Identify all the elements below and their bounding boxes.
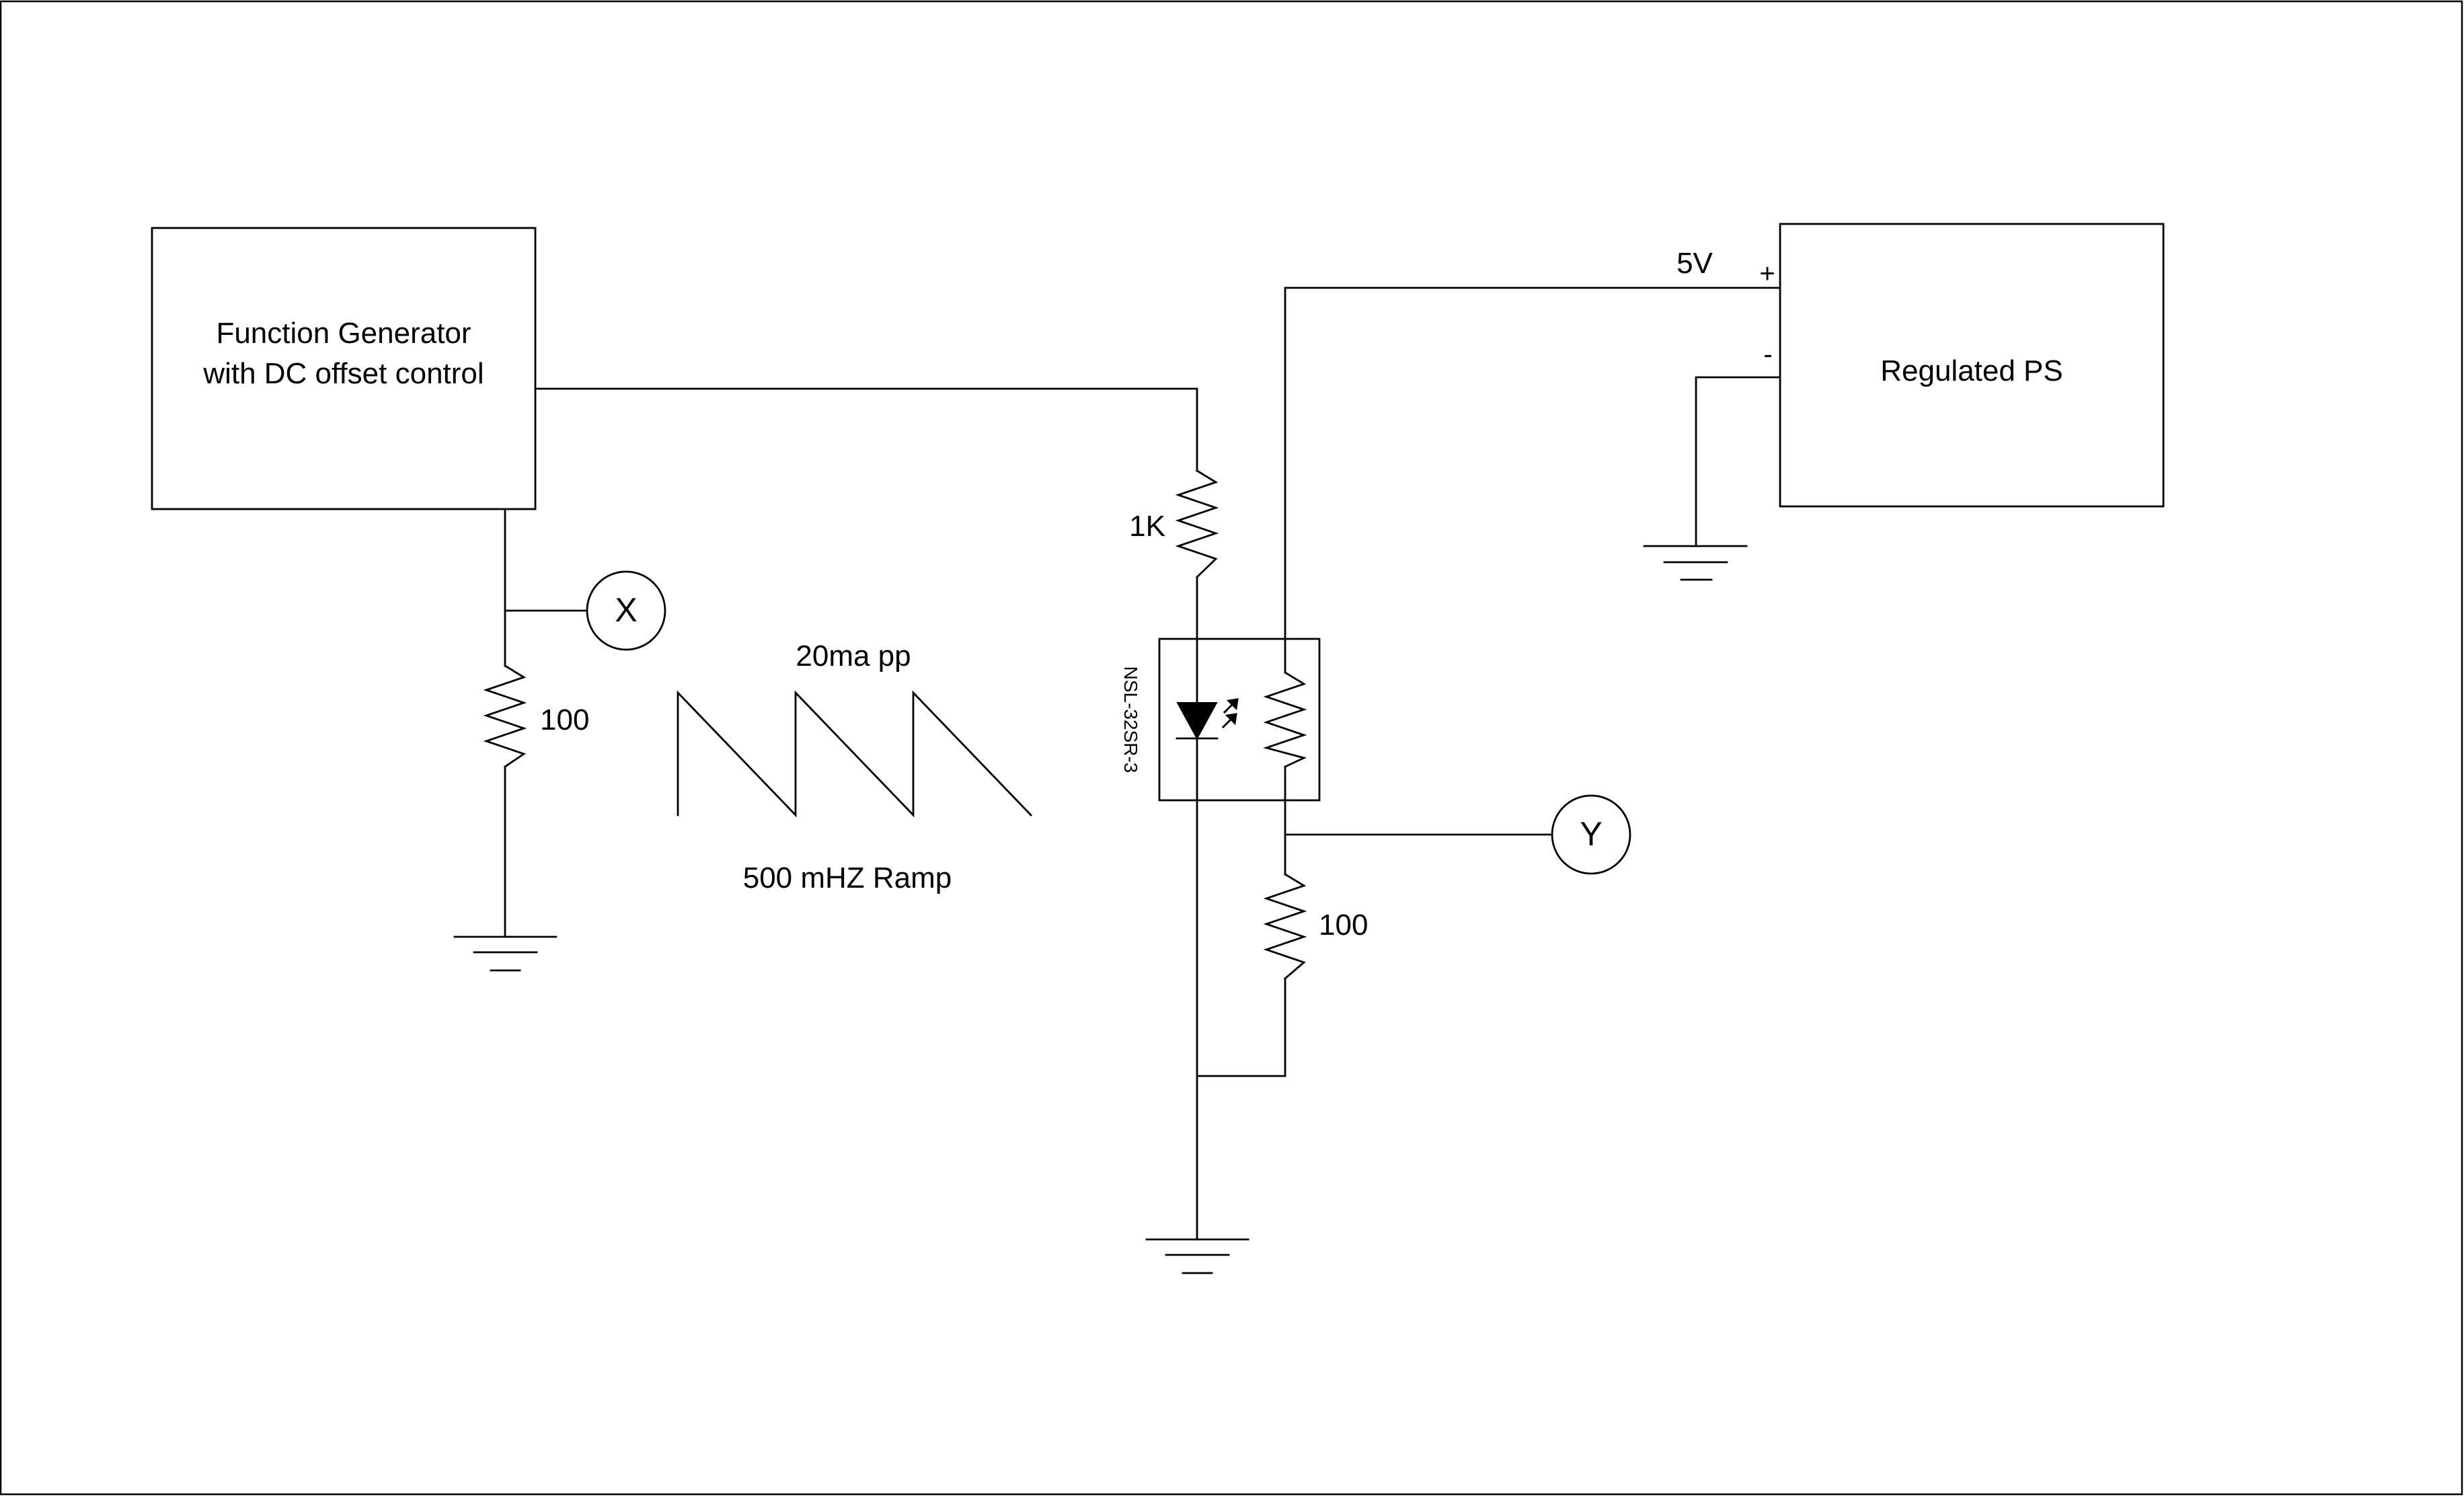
power-supply-plus-terminal: + (1759, 259, 1775, 289)
regulated-power-supply-block: Regulated PS + - 5V (1677, 223, 2165, 508)
power-supply-minus-terminal: - (1763, 340, 1772, 369)
probe-y-circle (1551, 794, 1631, 875)
resistor-y-shunt: 100 (1263, 873, 1368, 980)
supply-voltage-label: 5V (1677, 247, 1713, 280)
waveform-description-label: 500 mHZ Ramp (743, 861, 952, 894)
ground-icon (453, 935, 557, 972)
wires (504, 286, 1780, 1241)
function-generator-label-line2: with DC offset control (202, 357, 484, 390)
sawtooth-waveform-icon (677, 690, 1032, 818)
resistor-x-shunt-value: 100 (540, 703, 589, 736)
resistor-y-shunt-value: 100 (1319, 909, 1368, 942)
resistor-input: 1K (1129, 469, 1219, 578)
optocoupler: NSL-32SR-3 (1120, 638, 1321, 802)
optocoupler-package (1158, 638, 1321, 802)
ground-icon (1145, 1238, 1249, 1274)
probe-y: Y (1551, 794, 1631, 875)
light-emission-arrows-icon (1221, 698, 1239, 729)
function-generator-block: Function Generator with DC offset contro… (151, 227, 537, 510)
ground-icon (1643, 545, 1748, 581)
led-icon (1176, 702, 1218, 740)
probe-y-label: Y (1580, 815, 1602, 853)
photoresistor (1263, 671, 1307, 768)
probe-x-label: X (615, 591, 637, 629)
waveform-amplitude-label: 20ma pp (796, 640, 911, 673)
function-generator-label-line1: Function Generator (216, 317, 471, 350)
probe-x-circle (586, 570, 666, 651)
supply-negative-wire (1695, 376, 1780, 547)
power-supply-label: Regulated PS (1880, 354, 2063, 387)
resistor-input-value: 1K (1129, 510, 1165, 543)
y-shunt-return-wire (1196, 977, 1286, 1077)
generator-output-wire (535, 387, 1198, 472)
resistor-x-shunt: 100 (483, 664, 589, 768)
optocoupler-part-number: NSL-32SR-3 (1120, 666, 1141, 773)
probe-x: X (586, 570, 666, 651)
ramp-waveform: 20ma pp 500 mHZ Ramp (677, 640, 1032, 894)
supply-positive-wire (1284, 286, 1780, 674)
